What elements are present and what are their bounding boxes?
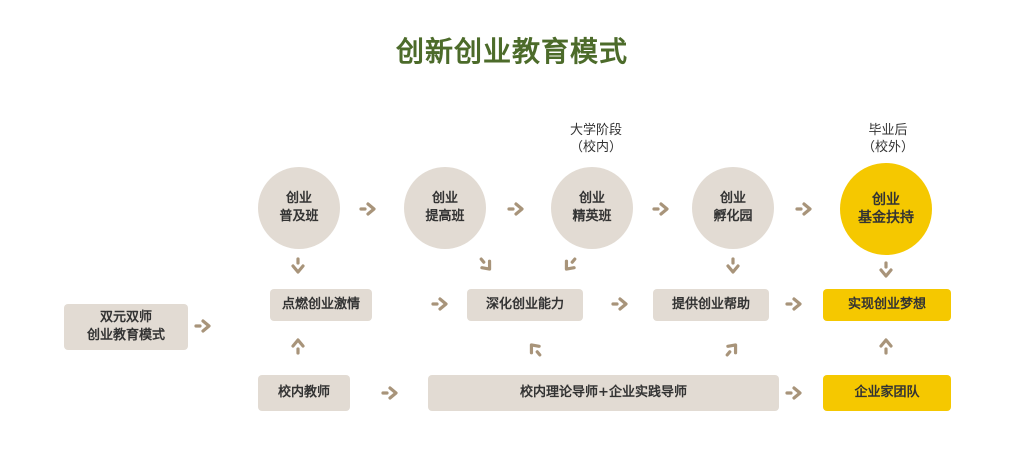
circle-elite-class: 创业 精英班 <box>551 167 633 249</box>
circle-advanced-class: 创业 提高班 <box>404 167 486 249</box>
circle-1-line2: 普及班 <box>279 209 319 224</box>
arrow-right-icon <box>785 386 802 400</box>
left-box-line2: 创业教育模式 <box>86 328 165 343</box>
stage-label-university: 大学阶段 （校内） <box>536 122 656 156</box>
arrow-up-icon <box>291 338 305 355</box>
arrow-up-icon <box>879 338 893 355</box>
arrow-right-icon <box>431 297 448 311</box>
stage-university-line1: 大学阶段 <box>569 123 622 138</box>
outcome-realize-dream: 实现创业梦想 <box>823 289 951 321</box>
circle-2-line1: 创业 <box>431 191 458 206</box>
arrow-up-left-icon <box>525 340 546 360</box>
mentor-campus-teachers: 校内教师 <box>258 375 350 411</box>
circle-4-line2: 孵化园 <box>713 209 753 224</box>
dual-mentor-model-box: 双元双师 创业教育模式 <box>64 304 188 350</box>
arrow-down-right-icon <box>475 254 496 274</box>
mentor-theory-and-practice: 校内理论导师+企业实践导师 <box>428 375 779 411</box>
arrow-right-icon <box>785 297 802 311</box>
circle-5-line2: 基金扶持 <box>858 210 914 226</box>
arrow-right-icon <box>359 202 376 216</box>
circle-fund-support: 创业 基金扶持 <box>840 163 932 255</box>
arrow-down-icon <box>726 257 740 274</box>
arrow-right-icon <box>381 386 398 400</box>
circle-3-line2: 精英班 <box>572 209 612 224</box>
arrow-right-icon <box>795 202 812 216</box>
circle-5-line1: 创业 <box>872 192 900 208</box>
circle-popularization-class: 创业 普及班 <box>258 167 340 249</box>
arrow-down-left-icon <box>560 254 581 274</box>
circle-1-line1: 创业 <box>285 191 312 206</box>
arrow-right-icon <box>652 202 669 216</box>
stage-graduate-line1: 毕业后 <box>868 123 908 138</box>
arrow-down-icon <box>291 257 305 274</box>
circle-3-line1: 创业 <box>578 191 605 206</box>
arrow-up-right-icon <box>721 340 742 360</box>
circle-4-line1: 创业 <box>719 191 746 206</box>
stage-university-line2: （校内） <box>569 140 622 155</box>
stage-label-graduate: 毕业后 （校外） <box>828 122 948 156</box>
diagram-title: 创新创业教育模式 <box>395 35 628 68</box>
outcome-provide-help: 提供创业帮助 <box>653 289 769 321</box>
arrow-down-icon <box>879 261 893 278</box>
circle-incubator: 创业 孵化园 <box>692 167 774 249</box>
outcome-deepen-ability: 深化创业能力 <box>467 289 583 321</box>
arrow-right-icon <box>611 297 628 311</box>
circle-2-line2: 提高班 <box>425 209 465 224</box>
stage-graduate-line2: （校外） <box>861 140 914 155</box>
mentor-entrepreneur-team: 企业家团队 <box>823 375 951 411</box>
left-box-line1: 双元双师 <box>99 310 152 325</box>
arrow-right-icon <box>507 202 524 216</box>
arrow-right-icon <box>194 319 211 333</box>
outcome-ignite-passion: 点燃创业激情 <box>270 289 372 321</box>
